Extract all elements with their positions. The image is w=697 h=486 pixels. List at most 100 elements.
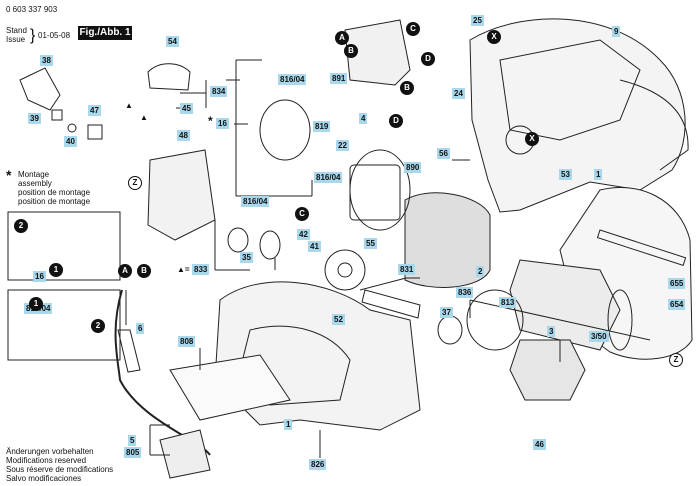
part-label-6: 6 (136, 323, 145, 334)
part-label-1-top: 1 (594, 169, 603, 180)
part-label-654: 654 (668, 299, 686, 310)
part-label-46: 46 (533, 439, 546, 450)
armature-fan (607, 289, 633, 351)
inset-step-2b: 2 (91, 319, 105, 333)
housing-nose (619, 79, 689, 171)
inset-box-2 (7, 289, 121, 361)
part-label-826: 826 (309, 459, 327, 470)
star-marker-16: * (208, 114, 213, 128)
end-shield (259, 99, 311, 161)
issue-bracket: } (30, 27, 36, 44)
housing-grip-detail (239, 325, 351, 406)
part-label-836: 836 (456, 287, 474, 298)
issue-label: Issue (6, 35, 26, 44)
part-label-39: 39 (28, 113, 41, 124)
triangle-eq-marker: ▲= (177, 265, 190, 274)
modifications-line-3: Sous réserve de modifications (6, 465, 114, 474)
part-label-834: 834 (210, 86, 228, 97)
part-label-891: 891 (330, 73, 348, 84)
document-number: 0 603 337 903 (6, 5, 58, 14)
bearing-35 (227, 227, 249, 253)
callout-x-top: X (487, 30, 501, 44)
aux-handle-rod (596, 229, 687, 267)
issue-date: 01-05-08 (38, 31, 71, 40)
part-label-831: 831 (398, 264, 416, 275)
part-label-25: 25 (471, 15, 484, 26)
part-label-52: 52 (332, 314, 345, 325)
callout-d-mid: D (389, 114, 403, 128)
montage-line-2: assembly (18, 179, 52, 188)
cable-sleeve (117, 329, 141, 373)
part-label-48: 48 (177, 130, 190, 141)
part-label-45: 45 (180, 103, 193, 114)
pinion (259, 230, 281, 260)
part-label-24: 24 (452, 88, 465, 99)
gear-drum (466, 289, 524, 351)
part-label-816-mid: 816/04 (314, 172, 343, 183)
callout-z-left: Z (128, 176, 142, 190)
callout-a-bottom: A (118, 264, 132, 278)
switch (344, 19, 411, 86)
gear-hub (337, 262, 353, 278)
part-label-40: 40 (64, 136, 77, 147)
part-label-41: 41 (308, 241, 321, 252)
callout-d-top: D (421, 52, 435, 66)
spindle (361, 289, 421, 319)
part-40-washer (67, 123, 77, 133)
part-label-9: 9 (612, 26, 621, 37)
triangle-marker-2: ▲ (140, 113, 148, 122)
callout-b-top: B (344, 44, 358, 58)
part-label-833: 833 (192, 264, 210, 275)
callout-c-mid: C (295, 207, 309, 221)
part-label-16-inset: 16 (33, 271, 46, 282)
part-54-cover (147, 63, 191, 91)
part-47-clip (87, 124, 103, 140)
montage-star-marker: * (6, 167, 12, 183)
part-38-lever (19, 67, 61, 111)
nameplate (169, 354, 291, 421)
callout-b-bottom: B (137, 264, 151, 278)
part-label-47: 47 (88, 105, 101, 116)
montage-line-4: position de montage (18, 197, 91, 206)
part-label-22: 22 (336, 140, 349, 151)
part-39-block (51, 109, 63, 121)
part-label-819: 819 (313, 121, 331, 132)
part-label-890: 890 (404, 162, 422, 173)
part-label-53: 53 (559, 169, 572, 180)
modifications-line-4: Salvo modificaciones (6, 474, 82, 483)
part-label-55: 55 (364, 238, 377, 249)
inset-box-1 (7, 211, 121, 281)
gear-wheel (324, 249, 366, 291)
part-label-2: 2 (476, 266, 485, 277)
figure-tag: Fig./Abb. 1 (78, 26, 132, 40)
bearing-37 (437, 315, 463, 345)
part-label-56: 56 (437, 148, 450, 159)
bearing-housing (147, 149, 216, 241)
montage-line-3: position de montage (18, 188, 91, 197)
brush-holder-ring (349, 149, 411, 231)
part-label-35: 35 (240, 252, 253, 263)
part-label-3: 3 (547, 326, 556, 337)
housing-half-top (469, 18, 686, 213)
part-label-37: 37 (440, 307, 453, 318)
stand-label: Stand (6, 26, 27, 35)
part-label-808: 808 (178, 336, 196, 347)
callout-z-right: Z (669, 353, 683, 367)
inset-step-1a: 1 (49, 263, 63, 277)
power-plug (159, 429, 211, 479)
callout-a-top: A (335, 31, 349, 45)
part-label-42: 42 (297, 229, 310, 240)
montage-line-1: Montage (18, 170, 50, 179)
inset-step-1b: 1 (29, 297, 43, 311)
part-label-16-star: 16 (216, 118, 229, 129)
chuck (509, 339, 586, 401)
part-label-54: 54 (166, 36, 179, 47)
part-label-816-top: 816/04 (278, 74, 307, 85)
part-label-4: 4 (359, 113, 368, 124)
part-label-3-50: 3/50 (589, 331, 609, 342)
part-label-813: 813 (499, 297, 517, 308)
part-label-5: 5 (128, 435, 137, 446)
part-label-1-bottom: 1 (284, 419, 293, 430)
callout-x-mid: X (525, 132, 539, 146)
